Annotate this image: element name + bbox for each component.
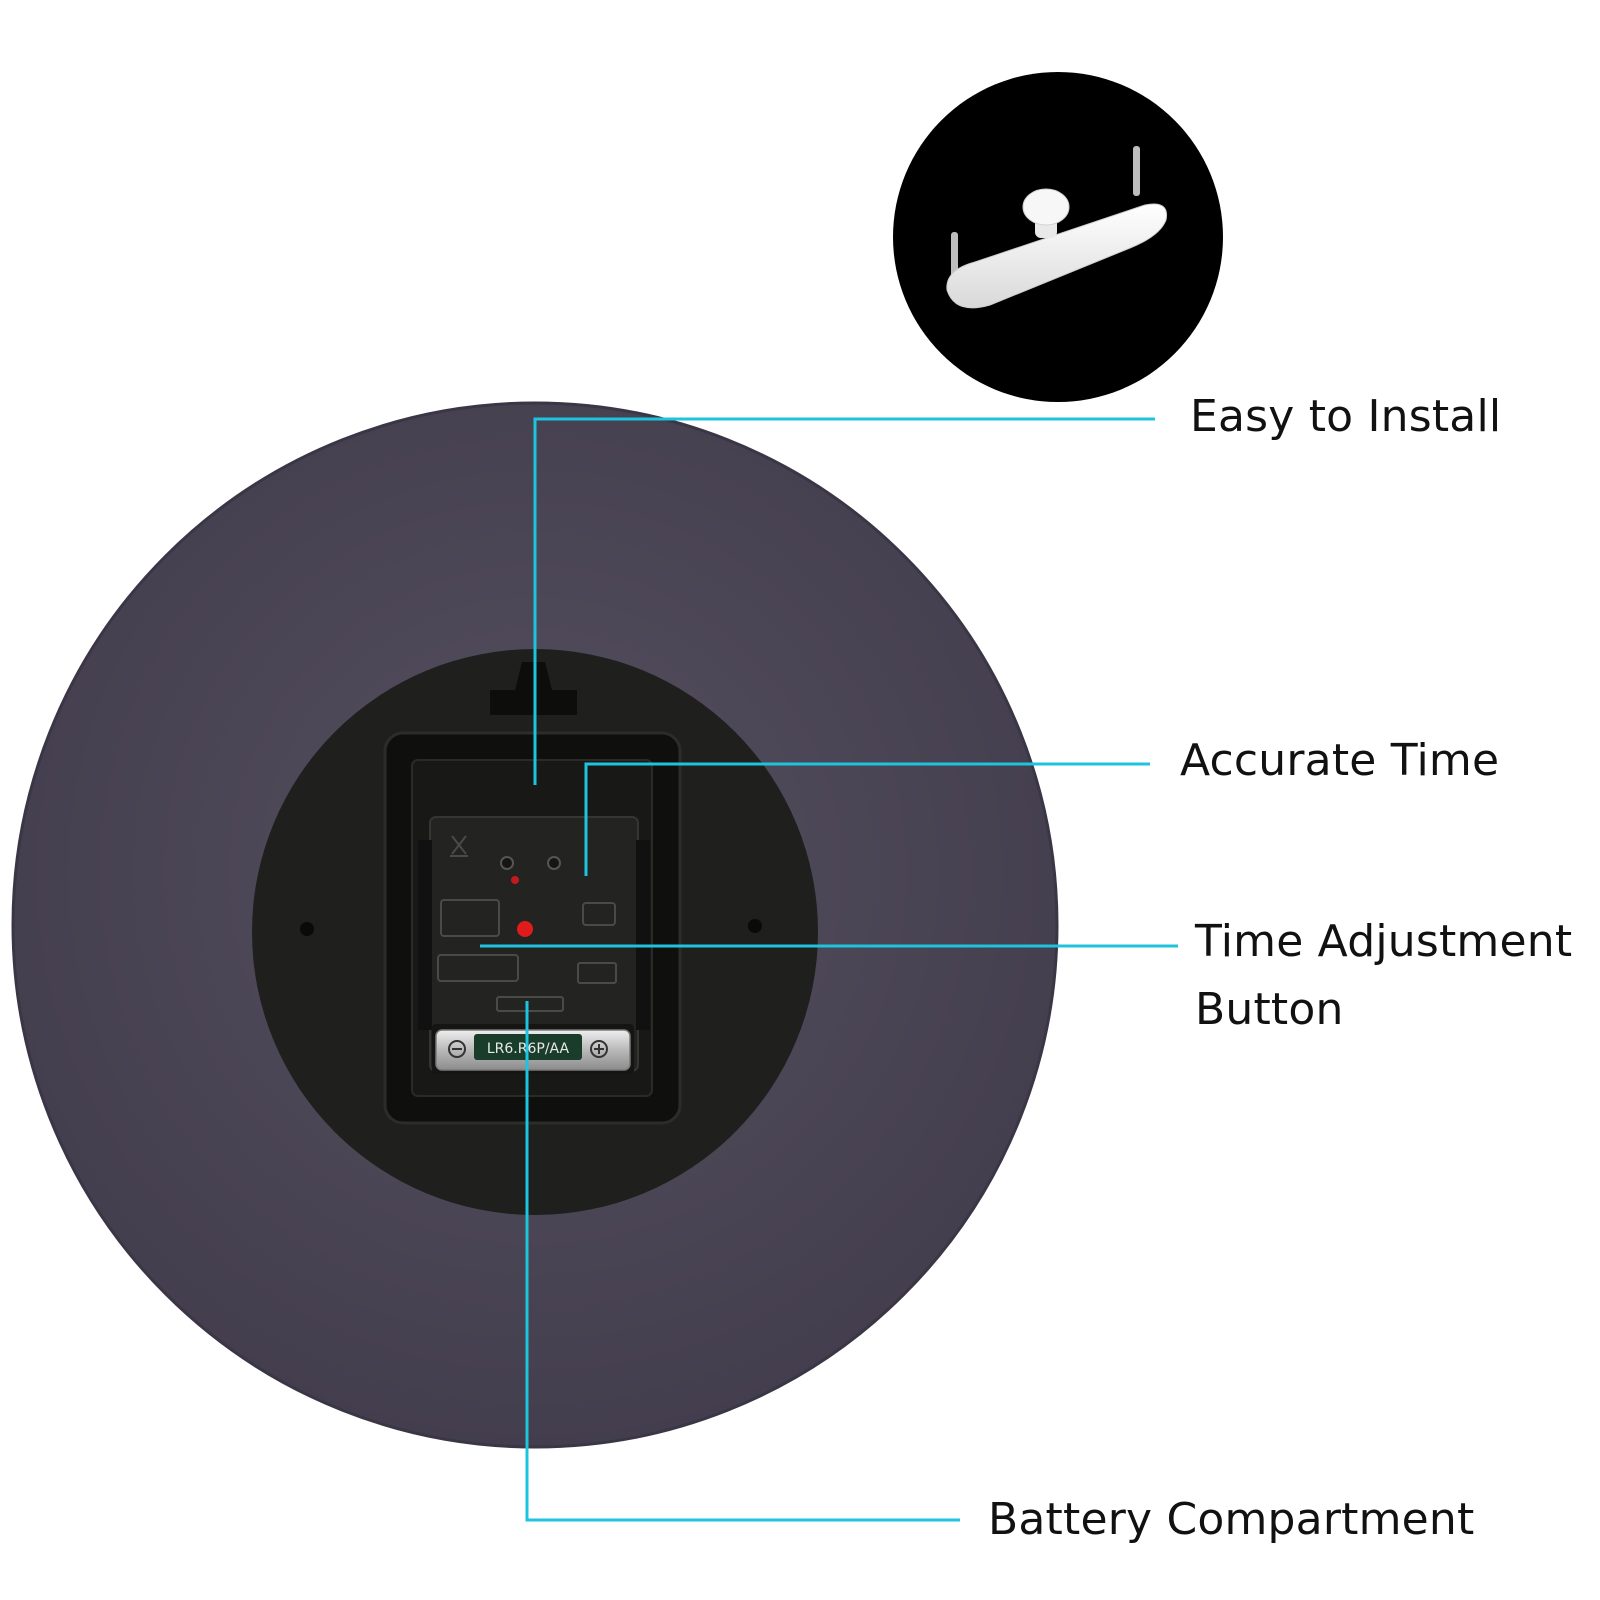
leader-easy-install: [533, 417, 1155, 785]
feature-label-accurate-time: Accurate Time: [1180, 735, 1500, 786]
time-adjustment-button[interactable]: [517, 921, 533, 937]
feature-label-easy-install: Easy to Install: [1190, 391, 1502, 442]
feature-label-time-adjustment-line1: Time Adjustment: [1195, 916, 1573, 967]
movement-clip-left: [418, 840, 432, 1030]
reset-button[interactable]: [547, 856, 561, 870]
minus-icon: [448, 1040, 466, 1058]
plus-icon: [590, 1040, 608, 1058]
indicator-led: [511, 876, 519, 884]
movement-clip-right: [636, 840, 650, 1030]
feature-label-time-adjustment: Time Adjustment Button: [1195, 908, 1572, 1044]
leader-lines: [480, 417, 1178, 1522]
feature-label-time-adjustment-line2: Button: [1195, 984, 1344, 1036]
feature-label-battery-compartment: Battery Compartment: [988, 1494, 1475, 1545]
leader-accurate-time: [584, 762, 1150, 876]
embossed-markings: [437, 835, 617, 1012]
leader-battery: [525, 1001, 960, 1522]
screw-hole-left: [300, 922, 314, 936]
screw-hole-right: [748, 919, 762, 933]
wall-hook-icon: [946, 146, 1168, 309]
set-button[interactable]: [500, 856, 514, 870]
